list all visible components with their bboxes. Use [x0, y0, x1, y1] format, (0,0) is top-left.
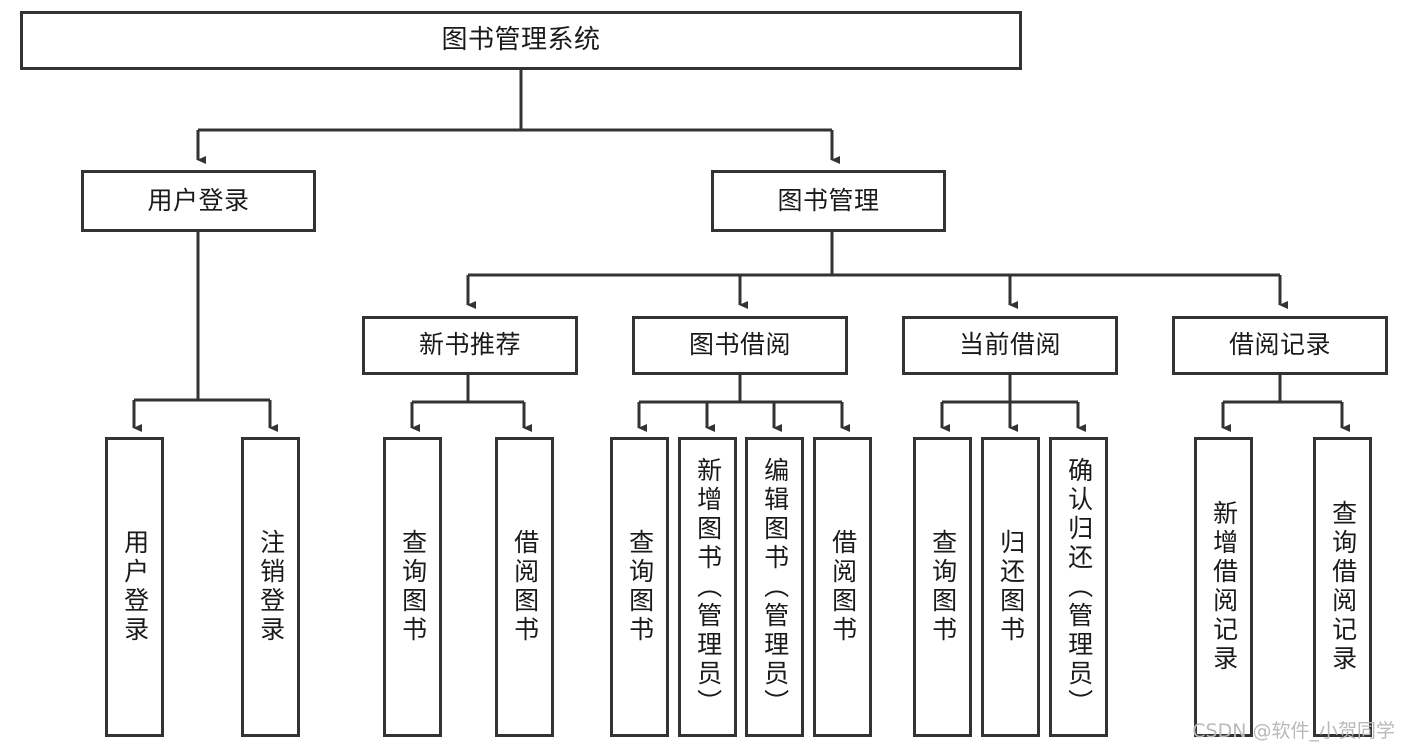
node-new-book-recommend[interactable]: 新书推荐	[362, 316, 578, 375]
leaf-book-borrow-edit-book-admin[interactable]: 编辑图书（管理员）	[745, 437, 804, 737]
node-label: 归还图书	[996, 529, 1026, 645]
leaf-new-book-query-book[interactable]: 查询图书	[383, 437, 442, 737]
node-label: 当前借阅	[958, 330, 1061, 360]
node-book-borrow[interactable]: 图书借阅	[632, 316, 848, 375]
node-label: 查询图书	[398, 529, 428, 645]
node-label: 图书管理	[777, 185, 880, 215]
node-label: 编辑图书（管理员）	[760, 456, 790, 718]
node-label: 借阅图书	[828, 529, 858, 645]
leaf-borrow-records-query-record[interactable]: 查询借阅记录	[1313, 437, 1372, 737]
node-label: 用户登录	[147, 185, 250, 215]
node-book-management[interactable]: 图书管理	[711, 170, 946, 232]
node-borrow-records[interactable]: 借阅记录	[1172, 316, 1388, 375]
leaf-current-borrow-query-book[interactable]: 查询图书	[913, 437, 972, 737]
node-label: 新增借阅记录	[1209, 500, 1239, 674]
node-label: 图书借阅	[688, 330, 791, 360]
leaf-book-borrow-query-book[interactable]: 查询图书	[610, 437, 669, 737]
leaf-current-borrow-return-book[interactable]: 归还图书	[981, 437, 1040, 737]
leaf-borrow-records-add-record[interactable]: 新增借阅记录	[1194, 437, 1253, 737]
node-label: 注销登录	[256, 529, 286, 645]
node-user-login[interactable]: 用户登录	[81, 170, 316, 232]
node-label: 查询图书	[625, 529, 655, 645]
node-label: 用户登录	[120, 529, 150, 645]
node-root-book-management-system[interactable]: 图书管理系统	[20, 11, 1022, 70]
node-label: 查询图书	[928, 529, 958, 645]
node-label: 确认归还（管理员）	[1064, 456, 1094, 718]
leaf-current-borrow-confirm-return-admin[interactable]: 确认归还（管理员）	[1049, 437, 1108, 737]
node-label: 新增图书（管理员）	[693, 456, 723, 718]
leaf-book-borrow-borrow-book[interactable]: 借阅图书	[813, 437, 872, 737]
node-current-borrow[interactable]: 当前借阅	[902, 316, 1118, 375]
watermark: CSDN @软件_小贺同学	[1192, 720, 1395, 742]
node-label: 借阅记录	[1228, 330, 1331, 360]
leaf-user-login-logout[interactable]: 注销登录	[241, 437, 300, 737]
node-label: 图书管理系统	[441, 24, 601, 55]
leaf-book-borrow-add-book-admin[interactable]: 新增图书（管理员）	[678, 437, 737, 737]
leaf-user-login-login[interactable]: 用户登录	[105, 437, 164, 737]
leaf-new-book-borrow-book[interactable]: 借阅图书	[495, 437, 554, 737]
node-label: 查询借阅记录	[1328, 500, 1358, 674]
node-label: 借阅图书	[510, 529, 540, 645]
node-label: 新书推荐	[418, 330, 521, 360]
